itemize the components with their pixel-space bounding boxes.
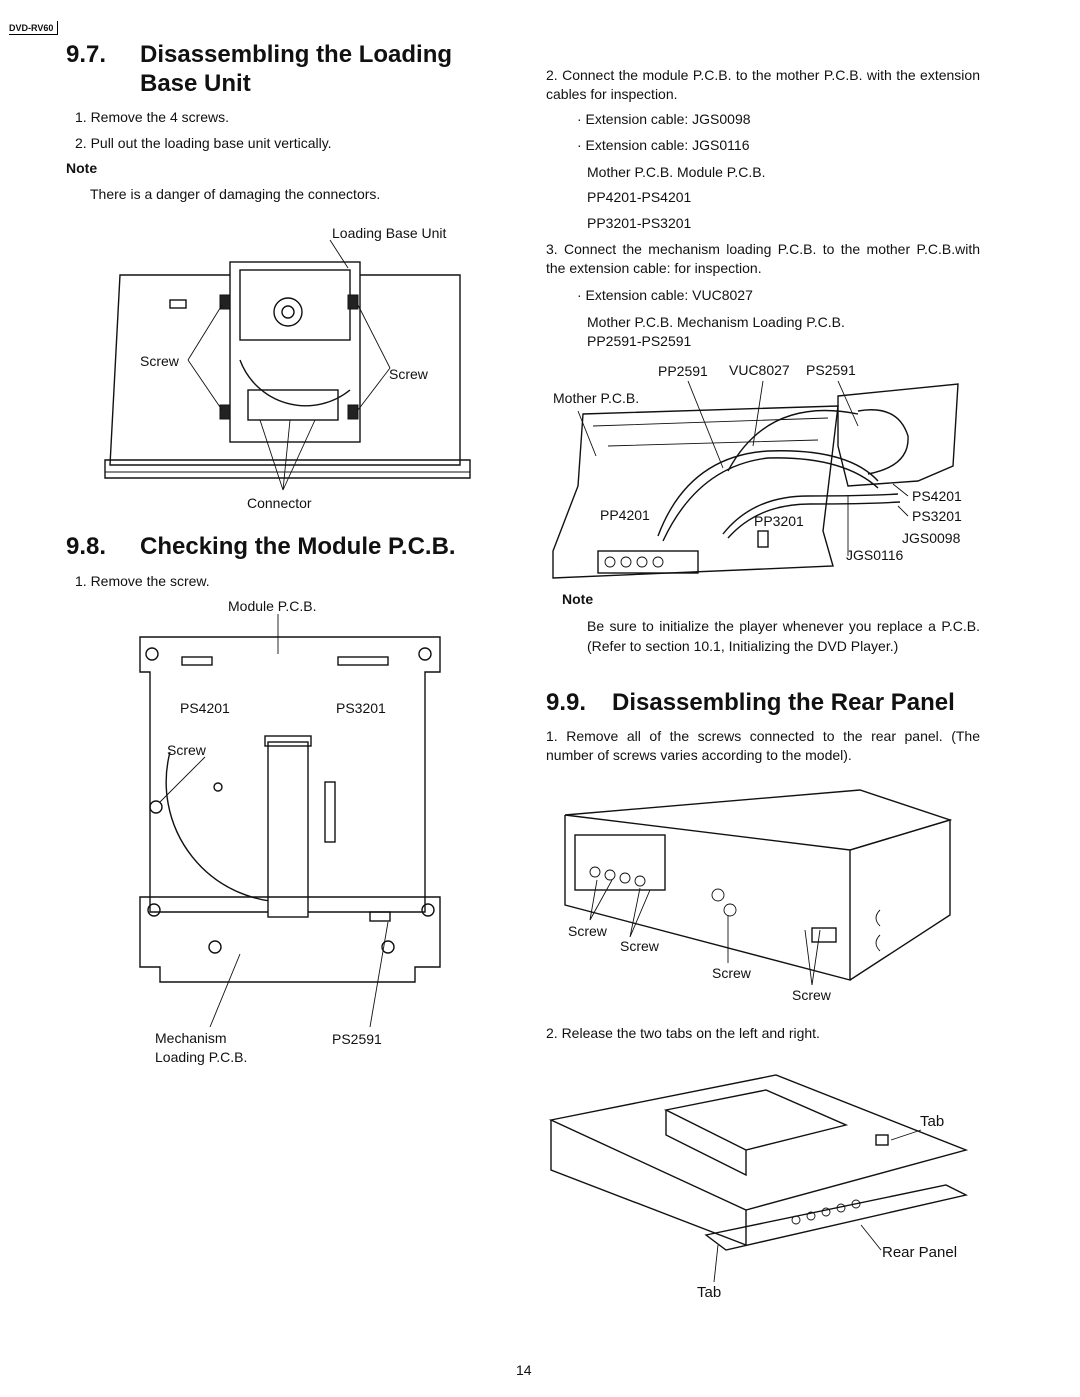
- label-mother-pcb: Mother P.C.B.: [553, 390, 640, 406]
- label-connector: Connector: [247, 495, 312, 511]
- note2-text: Be sure to initialize the player wheneve…: [587, 618, 980, 654]
- label-tab-2: Tab: [697, 1284, 722, 1301]
- label-screw-1: Screw: [568, 923, 607, 939]
- pair-pp4201: PP4201-PS4201: [587, 189, 692, 205]
- label-ps2591: PS2591: [806, 362, 856, 378]
- pair-header: Mother P.C.B. Module P.C.B.: [587, 164, 766, 180]
- note-label: Note: [66, 160, 98, 176]
- section-number: 9.8.: [66, 533, 107, 560]
- cable-vuc8027: · Extension cable: VUC8027: [577, 287, 753, 303]
- label-pp4201: PP4201: [600, 507, 650, 523]
- section-number: 9.7.: [66, 41, 107, 68]
- section-number: 9.9.: [546, 689, 587, 716]
- rear-screws-figure: Screw Screw Screw Screw: [550, 780, 970, 1010]
- cable-jgs0116: · Extension cable: JGS0116: [577, 137, 750, 153]
- note-text: There is a danger of damaging the connec…: [90, 186, 381, 202]
- label-module-pcb: Module P.C.B.: [228, 598, 317, 614]
- note2-label: Note: [562, 591, 594, 607]
- label-ps4201: PS4201: [912, 488, 962, 504]
- step-remove-rear-screws: 1. Remove all of the screws connected to…: [546, 728, 980, 763]
- label-loading-base-unit: Loading Base Unit: [332, 225, 447, 241]
- step-connect-module: 2. Connect the module P.C.B. to the moth…: [546, 67, 980, 102]
- mother-pcb-drawing: [552, 380, 959, 579]
- module-pcb-drawing: [139, 614, 441, 1028]
- section-title: Checking the Module P.C.B.: [140, 533, 456, 560]
- page-number: 14: [516, 1362, 532, 1378]
- cable-jgs0098: · Extension cable: JGS0098: [577, 111, 751, 127]
- section-title-line1: Disassembling the Loading: [140, 41, 453, 68]
- step-release-tabs: 2. Release the two tabs on the left and …: [546, 1025, 820, 1041]
- label-ps3201: PS3201: [336, 700, 386, 716]
- mother-pcb-figure: PP2591 VUC8027 PS2591 Mother P.C.B. PS42…: [548, 356, 978, 586]
- label-loading-pcb: Loading P.C.B.: [155, 1049, 248, 1065]
- section-9-9-heading: 9.9. Disassembling the Rear Panel: [546, 688, 986, 718]
- label-pp3201: PP3201: [754, 513, 804, 529]
- module-pcb-figure: Module P.C.B. PS4201 PS3201 Screw Mechan…: [130, 592, 450, 1072]
- rear-panel-drawing: [548, 1074, 969, 1283]
- step-remove-screws: 1. Remove the 4 screws.: [75, 109, 230, 125]
- loading-base-unit-drawing: [104, 239, 471, 491]
- section-title-line2: Base Unit: [140, 70, 251, 97]
- pair-pp2591: PP2591-PS2591: [587, 333, 692, 349]
- section-9-8-heading: 9.8. Checking the Module P.C.B.: [66, 532, 506, 562]
- rear-screws-drawing: [564, 789, 953, 986]
- label-screw: Screw: [167, 742, 206, 758]
- label-ps3201: PS3201: [912, 508, 962, 524]
- label-rear-panel: Rear Panel: [882, 1244, 958, 1261]
- step-pull-out: 2. Pull out the loading base unit vertic…: [75, 135, 332, 151]
- label-ps4201: PS4201: [180, 700, 230, 716]
- label-mechanism: Mechanism: [155, 1030, 227, 1046]
- label-screw-4: Screw: [792, 987, 831, 1003]
- label-jgs0098: JGS0098: [902, 530, 961, 546]
- pair-pp3201: PP3201-PS3201: [587, 215, 692, 231]
- label-screw-3: Screw: [712, 965, 751, 981]
- section-9-7-heading: 9.7. Disassembling the Loading Base Unit: [66, 40, 506, 100]
- label-vuc8027: VUC8027: [729, 362, 790, 378]
- label-screw-right: Screw: [389, 366, 428, 382]
- label-ps2591: PS2591: [332, 1031, 382, 1047]
- step-remove-screw: 1. Remove the screw.: [75, 573, 210, 589]
- step-connect-mechanism: 3. Connect the mechanism loading P.C.B. …: [546, 241, 980, 276]
- label-pp2591: PP2591: [658, 363, 708, 379]
- label-screw-left: Screw: [140, 353, 179, 369]
- pair3-header: Mother P.C.B. Mechanism Loading P.C.B.: [587, 314, 845, 330]
- label-screw-2: Screw: [620, 938, 659, 954]
- model-label: DVD-RV60: [9, 21, 59, 35]
- section-title: Disassembling the Rear Panel: [612, 689, 955, 716]
- rear-panel-figure: Tab Rear Panel Tab: [546, 1050, 976, 1305]
- label-tab-1: Tab: [920, 1113, 945, 1130]
- label-jgs0116: JGS0116: [846, 547, 904, 563]
- loading-base-unit-figure: Loading Base Unit Screw Screw Connector: [100, 220, 480, 520]
